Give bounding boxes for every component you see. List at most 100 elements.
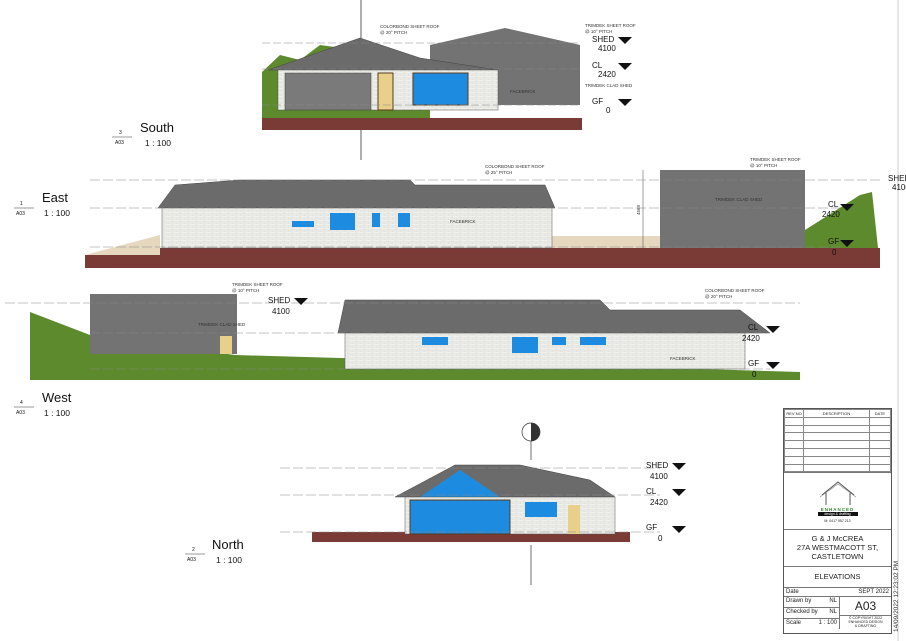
label-text: ENHANCED DESIGN	[848, 620, 883, 625]
label-text: COLORBOND SHEET ROOF	[380, 24, 440, 29]
label-text: Scale	[786, 620, 802, 627]
east-elevation: 4569 COLORBOND SHEET ROOF @ 25° PITCH TR…	[85, 157, 906, 268]
label-text: CL	[748, 323, 759, 332]
label-text: 4100	[892, 183, 906, 192]
label-text: 1 : 100	[216, 555, 242, 565]
label-text: 1 : 100	[44, 208, 70, 218]
window	[412, 72, 469, 106]
label-text: 2420	[598, 70, 616, 79]
label-text: COLORBOND SHEET ROOF	[705, 288, 765, 293]
label-text: CASTLETOWN	[811, 552, 864, 562]
label-text: TRIMDEK CLAD SHED	[198, 322, 246, 327]
label-text: G & J McCREA	[811, 534, 864, 544]
label-text: Date	[786, 589, 799, 596]
view-label-south: 3 A03 South 1 : 100	[112, 120, 174, 148]
west-elevation: TRIMDEK SHEET ROOF @ 10° PITCH TRIMDEK C…	[5, 282, 800, 380]
label-text: TRIMDEK CLAD SHED	[585, 83, 633, 88]
label-text: DESCRIPTION	[803, 409, 870, 418]
label-text: 4100	[650, 472, 668, 481]
shed-wall	[660, 170, 805, 248]
label-text: © COPYRIGHT 2022	[848, 616, 883, 621]
label-text: DATE	[868, 409, 892, 418]
label-text: ENHANCED	[820, 507, 855, 513]
label-text: 2	[192, 547, 195, 553]
label-text: @ 10° PITCH	[750, 163, 777, 168]
view-label-north: 2 A03 North 1 : 100	[185, 537, 244, 565]
label-text: 0	[752, 370, 757, 379]
label-text: CL	[646, 487, 657, 496]
label-text: 2420	[650, 498, 668, 507]
label-text: 2420	[742, 334, 760, 343]
label-text: @ 10° PITCH	[585, 29, 612, 34]
label-text: @ 20° PITCH	[380, 30, 407, 35]
label-text: GF	[748, 359, 759, 368]
label-text: 1 : 100	[44, 408, 70, 418]
north-elevation: SHED 4100 CL 2420 GF 0	[280, 422, 686, 585]
print-timestamp: 14/09/2022 12:23:02 PM	[893, 560, 900, 632]
label-text: CL	[592, 61, 603, 70]
label-text: East	[42, 190, 68, 205]
label-text: @ 10° PITCH	[232, 288, 259, 293]
label-text: A03	[16, 410, 25, 416]
label-text: TRIMDEK SHEET ROOF	[585, 23, 636, 28]
label-text: COLORBOND SHEET ROOF	[485, 164, 545, 169]
label-text: 27A WESTMACOTT ST,	[796, 543, 879, 553]
view-label-east: 1 A03 East 1 : 100	[14, 190, 70, 218]
shed-wall	[90, 294, 237, 354]
label-text: FACEBRICK	[450, 219, 476, 224]
label-text: A03	[115, 140, 124, 146]
label-text: A03	[187, 557, 196, 563]
sheet-number: A03	[854, 599, 877, 614]
label-text: CL	[828, 200, 839, 209]
label-text: GF	[592, 97, 603, 106]
view-label-west: 4 A03 West 1 : 100	[14, 390, 72, 418]
label-text: & DRAFTING	[854, 624, 877, 629]
label-text: NL	[829, 609, 837, 616]
label-text: 1	[20, 201, 23, 207]
label-text: 3	[119, 130, 122, 136]
label-text: 4100	[598, 44, 616, 53]
label-text: 4569	[636, 204, 641, 215]
garage-door	[284, 72, 372, 111]
house-logo-icon	[819, 481, 856, 506]
label-text: FACEBRICK	[670, 356, 696, 361]
label-text: @ 25° PITCH	[485, 170, 512, 175]
label-text: SHED	[888, 174, 906, 183]
label-text: GF	[828, 237, 839, 246]
label-text: 2420	[822, 210, 840, 219]
label-text: 0	[606, 106, 611, 115]
label-text: FACEBRICK	[510, 89, 536, 94]
label-text: SHED	[646, 461, 668, 470]
label-text: 0	[658, 534, 663, 543]
label-text: SHED	[268, 296, 290, 305]
label-text: 4100	[272, 307, 290, 316]
label-text: TRIMDEK SHEET ROOF	[750, 157, 801, 162]
label-text: SHED	[592, 35, 614, 44]
roof	[337, 299, 771, 334]
label-text: design & drafting	[817, 512, 858, 517]
label-text: NL	[829, 598, 837, 605]
label-text: West	[42, 390, 72, 405]
label-text: North	[212, 537, 244, 552]
roof	[157, 179, 556, 209]
label-text: 0	[832, 248, 837, 257]
company-logo: ENHANCED design & drafting M: 0417 957 2…	[784, 472, 891, 529]
label-text: 1 : 100	[145, 138, 171, 148]
label-text: Checked by	[786, 609, 818, 616]
label-text: TRIMDEK CLAD SHED	[715, 197, 763, 202]
label-text: TRIMDEK SHEET ROOF	[232, 282, 283, 287]
label-text: 1 : 100	[818, 620, 837, 627]
label-text: REV NO	[783, 409, 805, 418]
south-elevation: COLORBOND SHEET ROOF @ 20° PITCH TRIMDEK…	[262, 23, 636, 130]
label-text: Drawn by	[786, 598, 812, 605]
label-text: SEPT 2022	[858, 589, 889, 596]
door	[377, 72, 394, 111]
label-text: 4	[20, 400, 23, 406]
label-text: South	[140, 120, 174, 135]
label-text: A03	[16, 211, 25, 217]
label-text: @ 20° PITCH	[705, 294, 732, 299]
